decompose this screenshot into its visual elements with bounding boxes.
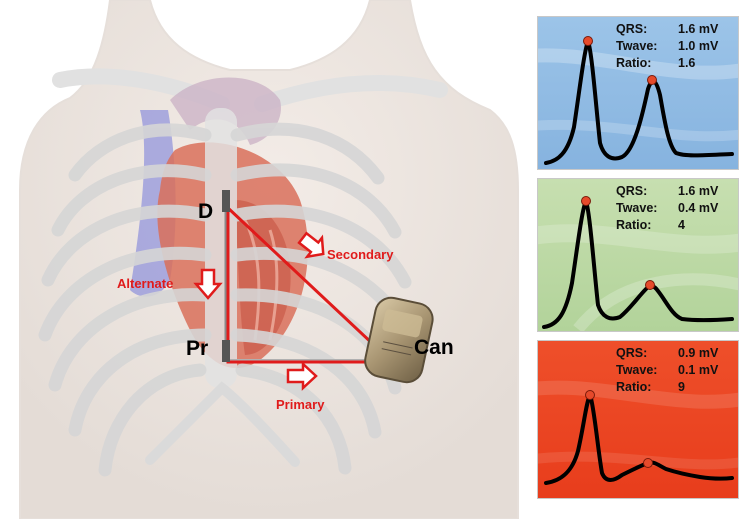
ecg-panel-alternate: QRS: 0.9 mV Twave: 0.1 mV Ratio: 9: [537, 340, 739, 499]
twave-value: 0.1 mV: [678, 363, 719, 377]
alternate-arrow-icon: [193, 268, 223, 300]
label-alternate: Alternate: [117, 276, 173, 291]
label-can: Can: [414, 336, 454, 359]
proximal-electrode: [222, 340, 230, 362]
secondary-arrow-icon: [297, 231, 325, 259]
twave-value: 1.0 mV: [678, 39, 719, 53]
chest-illustration: D Pr Can Secondary Alternate Primary: [19, 0, 519, 519]
twave-label: Twave:: [616, 201, 658, 215]
ratio-value: 9: [678, 380, 685, 394]
qrs-peak-marker: [583, 36, 593, 46]
twave-value: 0.4 mV: [678, 201, 719, 215]
sternum: [205, 108, 237, 388]
ratio-value: 4: [678, 218, 685, 232]
ecg-panel-primary: QRS: 1.6 mV Twave: 1.0 mV Ratio: 1.6: [537, 16, 739, 170]
heart-vessels: [243, 219, 279, 341]
twave-label: Twave:: [616, 363, 658, 377]
costal-arch: [145, 381, 300, 467]
qrs-value: 1.6 mV: [678, 184, 719, 198]
qrs-peak-marker: [585, 390, 595, 400]
ecg-trace: [542, 196, 734, 329]
qrs-value: 0.9 mV: [678, 346, 719, 360]
panel-background: [538, 224, 738, 331]
ecg-trace: [544, 390, 734, 485]
left-ribs: [38, 123, 212, 477]
ratio-label: Ratio:: [616, 380, 652, 394]
sensing-triangle: [226, 204, 396, 364]
ecg-stats: QRS: 1.6 mV Twave: 0.4 mV Ratio: 4: [616, 183, 718, 234]
distal-electrode: [222, 190, 230, 212]
ratio-label: Ratio:: [616, 218, 652, 232]
ecg-stats: QRS: 1.6 mV Twave: 1.0 mV Ratio: 1.6: [616, 21, 718, 72]
qrs-label: QRS:: [616, 22, 648, 36]
qrs-value: 1.6 mV: [678, 22, 719, 36]
twave-peak-marker: [643, 458, 653, 468]
ratio-value: 1.6: [678, 56, 696, 70]
qrs-peak-marker: [581, 196, 591, 206]
label-d: D: [198, 200, 213, 223]
label-secondary: Secondary: [327, 247, 394, 262]
ecg-panel-secondary: QRS: 1.6 mV Twave: 0.4 mV Ratio: 4: [537, 178, 739, 332]
ecg-stats: QRS: 0.9 mV Twave: 0.1 mV Ratio: 9: [616, 345, 718, 396]
ecg-trace: [544, 36, 734, 165]
qrs-label: QRS:: [616, 346, 648, 360]
ratio-label: Ratio:: [616, 56, 652, 70]
label-pr: Pr: [186, 337, 208, 360]
twave-peak-marker: [647, 75, 657, 85]
right-clavicle: [254, 74, 448, 112]
s-icd-can: [364, 296, 434, 384]
twave-label: Twave:: [616, 39, 658, 53]
heart-highlight: [235, 200, 291, 355]
primary-arrow-icon: [286, 361, 318, 391]
label-primary: Primary: [276, 397, 325, 412]
qrs-label: QRS:: [616, 184, 648, 198]
twave-peak-marker: [645, 280, 655, 290]
panel-background: [538, 48, 738, 142]
